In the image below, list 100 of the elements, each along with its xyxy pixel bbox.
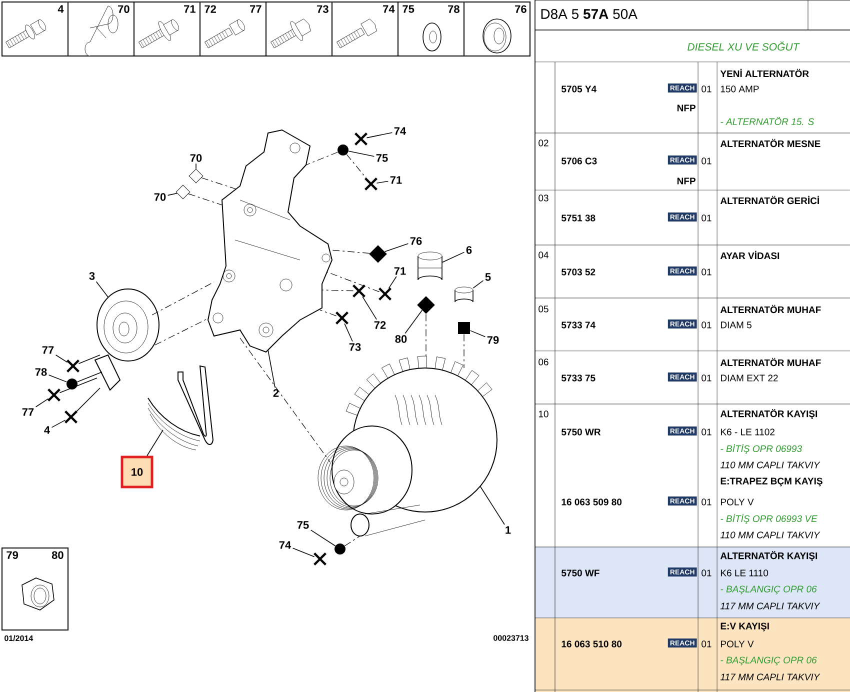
bracket-drawing (208, 129, 333, 353)
note-text: 110 MM CAPLI TAKVIY (720, 532, 820, 538)
callout-number: 3 (89, 272, 95, 280)
callout-number: 4 (58, 5, 64, 13)
leader-line (55, 354, 68, 363)
quantity: 01 (702, 570, 712, 576)
cross-marker (313, 552, 327, 566)
description-text: POLY V (721, 640, 754, 648)
description-text: K6 - LE 1102 (721, 428, 774, 436)
cross-marker (364, 177, 378, 191)
quantity: 01 (702, 428, 712, 436)
dashed-axis-line (201, 177, 236, 190)
quantity: 01 (702, 86, 712, 92)
description-title: E:V KAYIŞI (720, 622, 769, 632)
leader-line (366, 132, 393, 138)
description-text: POLY V (721, 498, 754, 506)
description-title: ALTERNATÖR KAYIŞI (720, 408, 818, 420)
callout-number: 79 (487, 336, 499, 344)
assembly-line (59, 378, 98, 394)
quantity: 01 (702, 214, 712, 222)
leader-line (388, 276, 397, 289)
description-text: DIAM EXT 22 (721, 374, 778, 382)
leader-line (376, 180, 389, 184)
dashed-axis-line (326, 272, 380, 292)
callout-number: 5 (485, 273, 491, 281)
leader-line (348, 150, 375, 157)
callout-number: 70 (190, 154, 202, 162)
description-title: ALTERNATÖR MESNE (720, 138, 820, 148)
part-number: 5750 WF (562, 570, 600, 576)
dot-marker (66, 378, 78, 390)
leader-line (268, 350, 276, 388)
quantity: 01 (702, 374, 712, 382)
note-text: - BAŞLANGIÇ OPR 06 (720, 656, 817, 666)
description-title: E:TRAPEZ BÇM KAYIŞ (720, 478, 822, 486)
part-number: 5706 C3 (562, 158, 597, 164)
leader-line (442, 252, 465, 263)
status-code: NFP (677, 178, 696, 184)
part-number: 5733 75 (562, 374, 596, 382)
callout-number: 74 (279, 541, 292, 549)
dashed-axis-line (346, 154, 367, 179)
callout-number: 72 (374, 321, 386, 329)
leader-line (35, 398, 49, 408)
description-title: AYAR VİDASI (720, 250, 780, 260)
quantity: 01 (702, 268, 712, 276)
note-text: 110 MM CAPLI TAKVIY (720, 462, 820, 468)
item-number: 02 (538, 140, 548, 146)
note-text: - BİTİŞ OPR 06993 VE (720, 514, 818, 524)
description-title: ALTERNATÖR GERİCİ (720, 196, 819, 204)
item-number: 05 (538, 306, 548, 312)
callout-number: 71 (184, 5, 196, 13)
dashed-axis-line (154, 318, 210, 346)
item-number: 04 (538, 252, 548, 258)
callout-number: 76 (410, 237, 422, 245)
callout-number: 71 (394, 267, 406, 275)
date-text: 00023713 (494, 635, 528, 641)
cross-marker (352, 284, 366, 298)
note-text: - BİTİŞ OPR 06993 (720, 444, 802, 454)
callout-number: 78 (448, 5, 460, 13)
part-number: 5750 WR (562, 428, 601, 436)
dashed-axis-line (320, 310, 337, 316)
description-text: K6 LE 1110 (721, 570, 768, 576)
callout-number: 6 (466, 246, 472, 254)
dot-marker (334, 544, 346, 554)
leader-line (362, 296, 377, 320)
description-title: ALTERNATÖR MUHAF (720, 358, 821, 366)
item-number: 10 (538, 410, 548, 418)
callout-number: 79 (6, 551, 18, 559)
leader-line (480, 486, 505, 525)
catalog-code: D8A 5 57A 50A (541, 9, 638, 19)
assembly-line (78, 354, 100, 364)
description-text: DIAM 5 (721, 322, 752, 328)
description-title: ALTERNATÖR KAYIŞI (720, 550, 818, 562)
callout-box: 10 (120, 456, 154, 488)
quantity: 01 (702, 640, 712, 648)
callout-number: 73 (317, 5, 328, 13)
callout-number: 78 (35, 368, 47, 376)
part-number: 16 063 509 80 (562, 498, 622, 506)
callout-number: 75 (297, 521, 309, 529)
callout-number: 4 (44, 426, 50, 434)
callout-number: 75 (376, 154, 388, 162)
square-marker (458, 322, 470, 334)
dashed-axis-line (306, 152, 338, 166)
leader-line (310, 530, 336, 546)
callout-number: 1 (506, 526, 511, 534)
status-code: NFP (677, 104, 696, 112)
callout-number: 77 (22, 408, 34, 416)
assembly-line (76, 388, 100, 412)
cross-marker (64, 410, 78, 424)
note-text: 117 MM CAPLI TAKVIY (720, 674, 820, 680)
callout-number: 77 (250, 5, 262, 13)
note-text: 117 MM CAPLI TAKVIY (720, 602, 820, 610)
cap-drawing (454, 286, 474, 302)
callout-number: 74 (394, 127, 406, 135)
item-number: 06 (538, 358, 548, 366)
dashed-axis-line (240, 338, 330, 462)
cross-marker (66, 359, 80, 373)
dashed-axis-line (322, 290, 354, 292)
leader-line (344, 323, 353, 342)
cap-drawing (418, 252, 442, 280)
callout-number: 70 (118, 5, 130, 13)
